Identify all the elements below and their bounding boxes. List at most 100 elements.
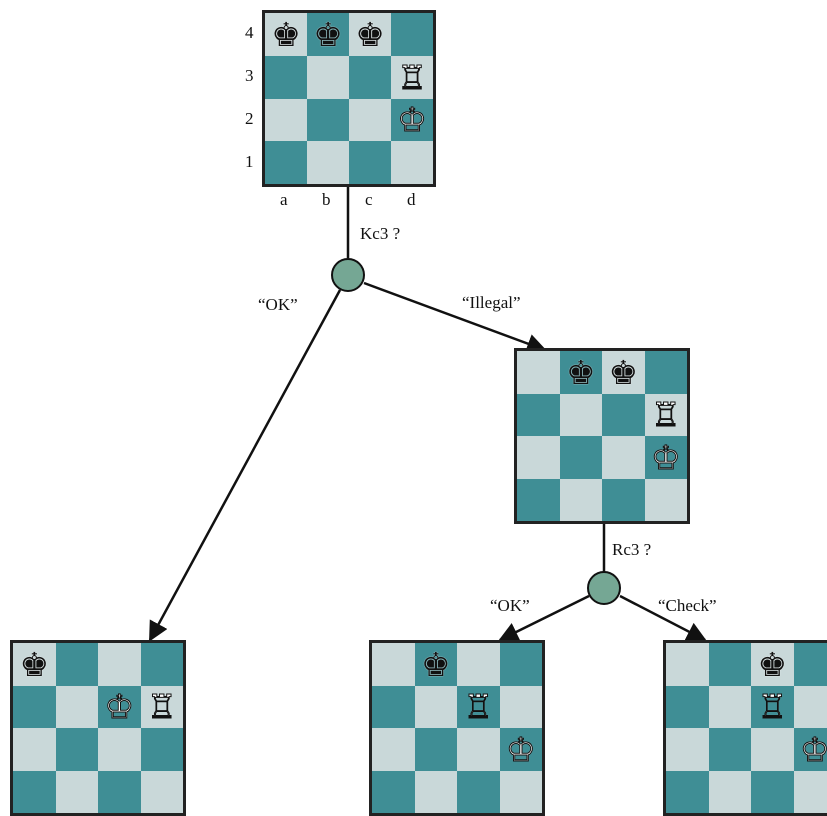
board-square bbox=[141, 643, 184, 686]
board-square bbox=[415, 686, 458, 729]
board-square bbox=[13, 686, 56, 729]
board-square: ♚ bbox=[560, 351, 603, 394]
board-square bbox=[500, 643, 543, 686]
board-ok-left: ♚ ♔ ♖ bbox=[10, 640, 186, 816]
board-square bbox=[391, 141, 433, 184]
board-square bbox=[500, 686, 543, 729]
board-square bbox=[517, 479, 560, 522]
board-grid: ♚ ♖ ♔ bbox=[372, 643, 542, 813]
board-square: ♚ bbox=[13, 643, 56, 686]
board-square bbox=[349, 141, 391, 184]
board-square bbox=[794, 643, 827, 686]
black-king-icon: ♚ bbox=[313, 18, 343, 51]
board-square bbox=[141, 728, 184, 771]
board-square bbox=[560, 394, 603, 437]
board-square: ♚ bbox=[265, 13, 307, 56]
board-square bbox=[602, 479, 645, 522]
board-grid: ♚ ♔ ♖ bbox=[13, 643, 183, 813]
move-label-first: Kc3 ? bbox=[360, 224, 400, 244]
board-square bbox=[517, 351, 560, 394]
board-square bbox=[666, 728, 709, 771]
move-label-second: Rc3 ? bbox=[612, 540, 651, 560]
board-grid: ♚♚♚♖♔ bbox=[265, 13, 433, 184]
board-square bbox=[500, 771, 543, 814]
board-grid: ♚♚♖♔ bbox=[517, 351, 687, 521]
board-square bbox=[602, 436, 645, 479]
board-square bbox=[751, 771, 794, 814]
board-square bbox=[372, 728, 415, 771]
board-illegal: ♚♚♖♔ bbox=[514, 348, 690, 524]
board-square bbox=[56, 771, 99, 814]
white-rook-icon: ♖ bbox=[397, 61, 427, 94]
file-label-d: d bbox=[407, 190, 416, 210]
file-label-a: a bbox=[280, 190, 288, 210]
board-square bbox=[517, 436, 560, 479]
board-square bbox=[13, 728, 56, 771]
board-square bbox=[457, 771, 500, 814]
board-square: ♔ bbox=[794, 728, 827, 771]
board-grid: ♚ ♖ ♔ bbox=[666, 643, 827, 813]
white-king-icon: ♔ bbox=[651, 441, 681, 474]
white-rook-icon: ♖ bbox=[757, 690, 787, 723]
board-square: ♖ bbox=[457, 686, 500, 729]
file-label-b: b bbox=[322, 190, 331, 210]
board-square bbox=[709, 728, 752, 771]
edge-label-ok-2: “OK” bbox=[490, 596, 530, 616]
board-square bbox=[307, 141, 349, 184]
board-square bbox=[13, 771, 56, 814]
edge-label-check: “Check” bbox=[658, 596, 717, 616]
board-square bbox=[666, 643, 709, 686]
board-square bbox=[307, 99, 349, 142]
board-square bbox=[265, 141, 307, 184]
board-square bbox=[457, 728, 500, 771]
board-ok-middle: ♚ ♖ ♔ bbox=[369, 640, 545, 816]
board-square: ♚ bbox=[751, 643, 794, 686]
board-square bbox=[391, 13, 433, 56]
board-square bbox=[602, 394, 645, 437]
black-king-icon: ♚ bbox=[421, 648, 451, 681]
board-square: ♖ bbox=[391, 56, 433, 99]
board-square: ♔ bbox=[645, 436, 688, 479]
board-square bbox=[56, 643, 99, 686]
board-square: ♔ bbox=[98, 686, 141, 729]
white-king-icon: ♔ bbox=[506, 733, 536, 766]
white-rook-icon: ♖ bbox=[463, 690, 493, 723]
board-square bbox=[794, 771, 827, 814]
white-king-icon: ♔ bbox=[104, 690, 134, 723]
black-king-icon: ♚ bbox=[271, 18, 301, 51]
board-square bbox=[415, 728, 458, 771]
board-square bbox=[415, 771, 458, 814]
board-square bbox=[560, 436, 603, 479]
board-square bbox=[372, 771, 415, 814]
board-square bbox=[666, 686, 709, 729]
board-square bbox=[751, 728, 794, 771]
board-square: ♚ bbox=[602, 351, 645, 394]
edge-label-ok-1: “OK” bbox=[258, 295, 298, 315]
white-king-icon: ♔ bbox=[800, 733, 827, 766]
edge-label-illegal: “Illegal” bbox=[462, 293, 521, 313]
board-square: ♖ bbox=[645, 394, 688, 437]
board-square: ♖ bbox=[751, 686, 794, 729]
board-square bbox=[645, 479, 688, 522]
board-square bbox=[56, 728, 99, 771]
board-square bbox=[141, 771, 184, 814]
board-square bbox=[265, 56, 307, 99]
board-square bbox=[98, 643, 141, 686]
board-square: ♔ bbox=[391, 99, 433, 142]
board-square bbox=[457, 643, 500, 686]
board-root: ♚♚♚♖♔ bbox=[262, 10, 436, 187]
board-square: ♚ bbox=[415, 643, 458, 686]
white-rook-icon: ♖ bbox=[147, 690, 177, 723]
board-square bbox=[98, 728, 141, 771]
board-square bbox=[98, 771, 141, 814]
black-king-icon: ♚ bbox=[566, 356, 596, 389]
board-square bbox=[307, 56, 349, 99]
board-square: ♚ bbox=[307, 13, 349, 56]
board-square bbox=[349, 56, 391, 99]
board-square bbox=[372, 643, 415, 686]
edge-ok-left bbox=[150, 290, 340, 640]
file-label-c: c bbox=[365, 190, 373, 210]
black-king-icon: ♚ bbox=[757, 648, 787, 681]
white-king-icon: ♔ bbox=[397, 103, 427, 136]
rank-label-3: 3 bbox=[245, 66, 254, 86]
